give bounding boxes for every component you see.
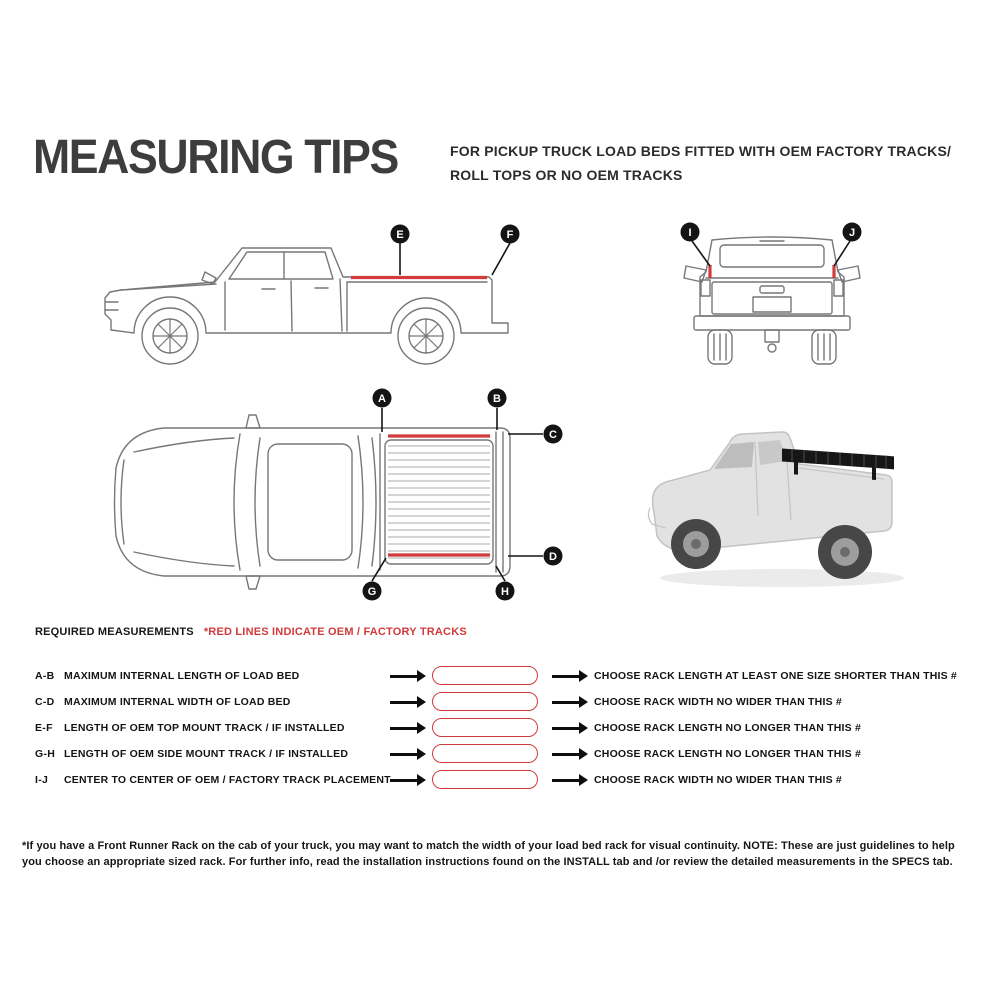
- svg-text:G: G: [368, 586, 377, 598]
- measurement-code: I-J: [35, 774, 49, 786]
- arrow-right-icon: [552, 774, 588, 786]
- svg-text:C: C: [549, 429, 557, 441]
- arrow-right-icon: [552, 748, 588, 760]
- label-marker-j: J: [842, 222, 862, 242]
- measurement-row: G-H LENGTH OF OEM SIDE MOUNT TRACK / IF …: [0, 741, 1000, 767]
- measurement-input[interactable]: [432, 744, 538, 763]
- label-marker-a: A: [372, 388, 392, 408]
- label-marker-f: F: [500, 224, 520, 244]
- load-bed-rack: [782, 448, 894, 481]
- svg-text:H: H: [501, 586, 509, 598]
- measurement-recommendation: CHOOSE RACK LENGTH NO LONGER THAN THIS #: [594, 748, 862, 760]
- measurement-recommendation: CHOOSE RACK WIDTH NO WIDER THAN THIS #: [594, 774, 842, 786]
- arrow-right-icon: [552, 722, 588, 734]
- measurement-code: A-B: [35, 670, 55, 682]
- svg-text:F: F: [507, 229, 514, 241]
- measurement-row: I-J CENTER TO CENTER OF OEM / FACTORY TR…: [0, 767, 1000, 793]
- svg-text:B: B: [493, 393, 501, 405]
- label-marker-b: B: [487, 388, 507, 408]
- section-title: REQUIRED MEASUREMENTS: [35, 626, 194, 638]
- measurement-row: A-B MAXIMUM INTERNAL LENGTH OF LOAD BED …: [0, 663, 1000, 689]
- red-lines-legend: *RED LINES INDICATE OEM / FACTORY TRACKS: [203, 626, 467, 638]
- top-view-diagram: A B C D G H: [113, 388, 563, 601]
- label-marker-h: H: [495, 581, 515, 601]
- measurement-description: MAXIMUM INTERNAL WIDTH OF LOAD BED: [64, 696, 291, 708]
- svg-text:D: D: [549, 551, 557, 563]
- page-title: MEASURING TIPS: [33, 131, 399, 184]
- arrow-right-icon: [552, 670, 588, 682]
- svg-text:A: A: [378, 393, 386, 405]
- arrow-right-icon: [390, 748, 426, 760]
- arrow-right-icon: [390, 670, 426, 682]
- subtitle-line-2: ROLL TOPS OR NO OEM TRACKS: [450, 167, 683, 183]
- measurement-input[interactable]: [432, 666, 538, 685]
- measurement-row: E-F LENGTH OF OEM TOP MOUNT TRACK / IF I…: [0, 715, 1000, 741]
- measurement-recommendation: CHOOSE RACK LENGTH AT LEAST ONE SIZE SHO…: [594, 670, 957, 682]
- arrow-right-icon: [552, 696, 588, 708]
- measurement-description: LENGTH OF OEM TOP MOUNT TRACK / IF INSTA…: [64, 722, 345, 734]
- arrow-right-icon: [390, 722, 426, 734]
- svg-text:I: I: [688, 227, 691, 239]
- label-marker-e: E: [390, 224, 410, 244]
- measurement-row: C-D MAXIMUM INTERNAL WIDTH OF LOAD BED C…: [0, 689, 1000, 715]
- label-marker-i: I: [680, 222, 700, 242]
- rear-view-diagram: I J: [680, 222, 862, 365]
- svg-text:E: E: [396, 229, 403, 241]
- measurement-code: E-F: [35, 722, 53, 734]
- label-marker-d: D: [543, 546, 563, 566]
- measurement-code: G-H: [35, 748, 56, 760]
- measurement-recommendation: CHOOSE RACK LENGTH NO LONGER THAN THIS #: [594, 722, 862, 734]
- page-subtitle: FOR PICKUP TRUCK LOAD BEDS FITTED WITH O…: [450, 139, 951, 187]
- measurement-recommendation: CHOOSE RACK WIDTH NO WIDER THAN THIS #: [594, 696, 842, 708]
- measurement-input[interactable]: [432, 718, 538, 737]
- rack-illustration: [647, 431, 904, 587]
- footnote: *If you have a Front Runner Rack on the …: [22, 840, 955, 868]
- arrow-right-icon: [390, 774, 426, 786]
- measurement-input[interactable]: [432, 770, 538, 789]
- subtitle-line-1: FOR PICKUP TRUCK LOAD BEDS FITTED WITH O…: [450, 143, 952, 159]
- svg-text:J: J: [849, 227, 855, 239]
- measurement-input[interactable]: [432, 692, 538, 711]
- arrow-right-icon: [390, 696, 426, 708]
- label-marker-g: G: [362, 581, 382, 601]
- measurement-code: C-D: [35, 696, 55, 708]
- measurement-description: LENGTH OF OEM SIDE MOUNT TRACK / IF INST…: [64, 748, 349, 760]
- measurements-table: A-B MAXIMUM INTERNAL LENGTH OF LOAD BED …: [0, 663, 1000, 793]
- label-marker-c: C: [543, 424, 563, 444]
- measurement-description: MAXIMUM INTERNAL LENGTH OF LOAD BED: [64, 670, 300, 682]
- measurements-header: REQUIRED MEASUREMENTS *RED LINES INDICAT…: [35, 626, 467, 638]
- measurement-description: CENTER TO CENTER OF OEM / FACTORY TRACK …: [64, 774, 391, 786]
- side-view-diagram: E F: [104, 224, 520, 365]
